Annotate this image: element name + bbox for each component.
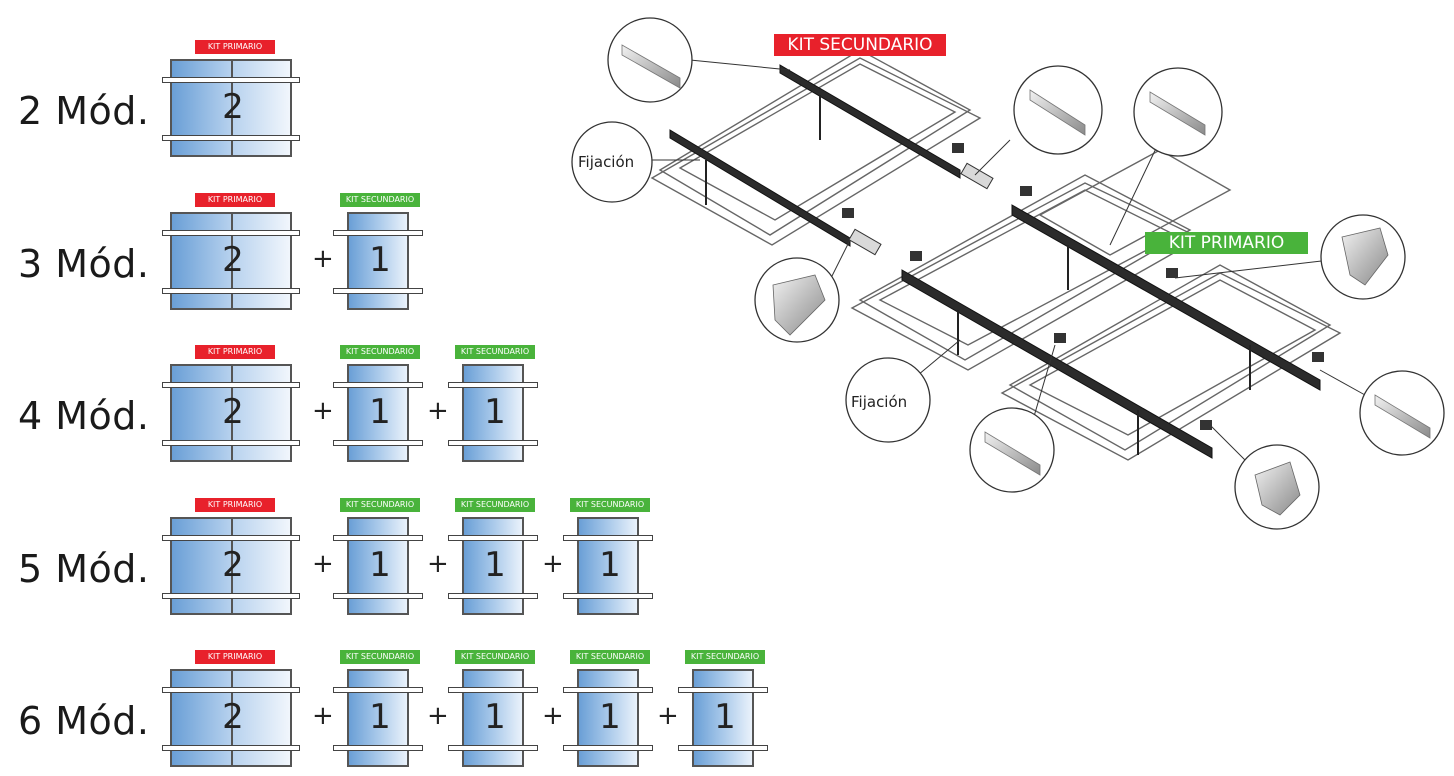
module-count: 1 [599,545,621,585]
panel-divider [231,519,233,613]
kit-secondary-tag: KIT SECUNDARIO [685,650,765,664]
rail [678,687,768,693]
rail [162,288,300,294]
kit-secondary-tag: KIT SECUNDARIO [340,193,420,207]
kit-primary-callout: KIT PRIMARIO [1145,232,1308,254]
module-count: 1 [484,545,506,585]
rail [162,440,300,446]
rail [162,230,300,236]
plus-sign: + [312,701,334,731]
rail-connectors [848,162,994,256]
kit-secondary-tag: KIT SECUNDARIO [340,345,420,359]
rail [448,593,538,599]
kit-primary-tag: KIT PRIMARIO [195,193,275,207]
clamp-detail-icons [772,227,1389,516]
kit-secondary-tag: KIT SECUNDARIO [455,650,535,664]
detail-circles [571,17,1445,530]
fixation-posts [705,95,1251,455]
panel-divider [231,671,233,765]
row-label: 4 Mód. [18,394,150,438]
panel-divider [231,366,233,460]
row-label: 2 Mód. [18,89,150,133]
plus-sign: + [312,244,334,274]
rail [333,230,423,236]
kit-primary-tag: KIT PRIMARIO [195,345,275,359]
rail-profile-icons [621,44,1431,476]
rail [162,77,300,83]
rail [448,687,538,693]
row-label: 5 Mód. [18,547,150,591]
rail [162,687,300,693]
kit-secondary-tag: KIT SECUNDARIO [340,498,420,512]
rail [333,382,423,388]
rail [448,440,538,446]
kit-secondary-tag: KIT SECUNDARIO [455,498,535,512]
clamps [842,143,1324,430]
kit-secondary-tag: KIT SECUNDARIO [455,345,535,359]
module-count: 1 [369,240,391,280]
kit-secondary-tag: KIT SECUNDARIO [340,650,420,664]
module-count: 2 [222,697,244,737]
kit-primary-tag: KIT PRIMARIO [195,650,275,664]
module-count: 2 [222,392,244,432]
plus-sign: + [312,549,334,579]
rail [563,687,653,693]
panel-divider [231,214,233,308]
rail [563,593,653,599]
module-count: 2 [222,240,244,280]
module-count: 2 [222,545,244,585]
rail [448,382,538,388]
module-count: 2 [222,87,244,127]
kit-primary-tag: KIT PRIMARIO [195,498,275,512]
rail [162,135,300,141]
rail [162,382,300,388]
rail [678,745,768,751]
rail [448,745,538,751]
rail [162,535,300,541]
rail [333,535,423,541]
module-count: 1 [484,392,506,432]
row-label: 3 Mód. [18,242,150,286]
rail [162,593,300,599]
rails [669,64,1321,459]
module-count: 1 [369,392,391,432]
plus-sign: + [427,549,449,579]
module-count: 1 [369,545,391,585]
rail [333,288,423,294]
kit-secondary-callout: KIT SECUNDARIO [774,34,946,56]
plus-sign: + [312,396,334,426]
rail [333,745,423,751]
rail [563,745,653,751]
rail [448,535,538,541]
row-label: 6 Mód. [18,699,150,743]
kit-secondary-tag: KIT SECUNDARIO [570,498,650,512]
plus-sign: + [542,549,564,579]
module-count: 1 [484,697,506,737]
kit-primary-tag: KIT PRIMARIO [195,40,275,54]
kit-secondary-tag: KIT SECUNDARIO [570,650,650,664]
plus-sign: + [427,396,449,426]
rail [333,440,423,446]
plus-sign: + [542,701,564,731]
plus-sign: + [657,701,679,731]
rail [333,593,423,599]
plus-sign: + [427,701,449,731]
module-count: 1 [714,697,736,737]
fixation-label-upper: Fijación [578,153,635,171]
rail [333,687,423,693]
upper-panel-outline [650,49,982,246]
fixation-label-lower: Fijación [851,393,908,411]
rail [563,535,653,541]
module-count: 1 [599,697,621,737]
module-count: 1 [369,697,391,737]
rail [162,745,300,751]
panel-divider [231,61,233,155]
